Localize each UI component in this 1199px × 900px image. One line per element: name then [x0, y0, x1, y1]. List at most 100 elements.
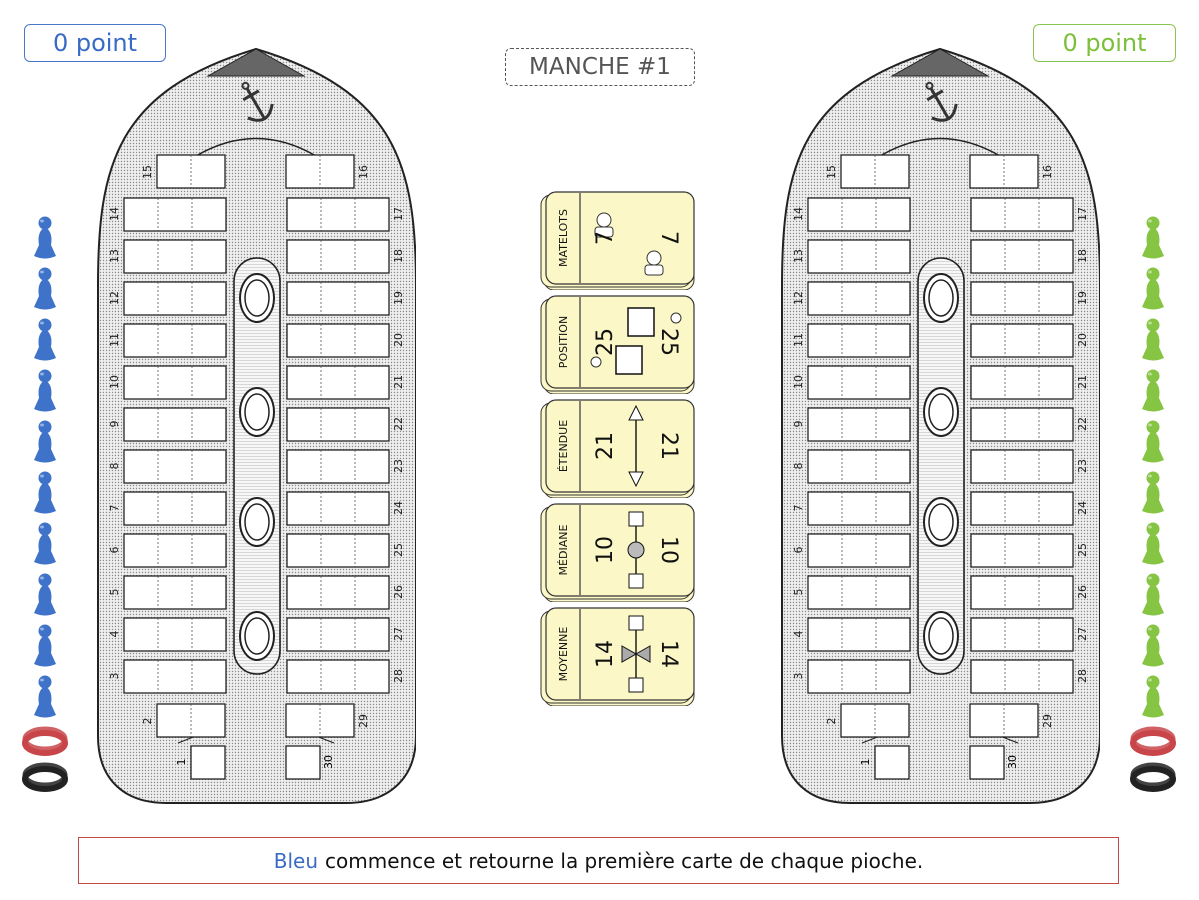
seat-number: 20	[392, 333, 405, 347]
pawn-icon[interactable]	[1138, 674, 1168, 721]
card-value-top: 21	[656, 432, 681, 460]
card-value-top: 7	[656, 231, 681, 245]
pawn-icon[interactable]	[1138, 419, 1168, 466]
seat-20: 20	[970, 323, 1089, 358]
pawn-icon[interactable]	[1138, 368, 1168, 415]
boxed-number-icon	[590, 307, 682, 375]
seat-19: 19	[970, 281, 1089, 316]
seat-number: 16	[357, 165, 370, 179]
seat-18: 18	[970, 239, 1089, 274]
seat-2: 2	[141, 703, 226, 738]
pawn-icon[interactable]	[1138, 317, 1168, 364]
seat-number: 22	[392, 417, 405, 431]
pawn-icon[interactable]	[30, 470, 60, 517]
green-score-text: 0 point	[1062, 29, 1147, 57]
pawn-icon[interactable]	[1138, 521, 1168, 568]
black-ring-icon[interactable]	[1129, 761, 1177, 793]
seat-number: 28	[392, 669, 405, 683]
boat-deck	[233, 257, 281, 675]
seat-30: 30	[969, 745, 1019, 780]
seat-number: 29	[1041, 714, 1054, 728]
round-label-text: MANCHE #1	[529, 54, 671, 80]
seat-number: 11	[792, 333, 805, 347]
seat-7: 7	[792, 491, 911, 526]
seat-number: 1	[859, 759, 872, 766]
pawn-icon[interactable]	[30, 419, 60, 466]
message-text: commence et retourne la première carte d…	[325, 848, 924, 873]
blue-pawn-reserve	[22, 215, 68, 797]
seat-5: 5	[792, 575, 911, 610]
seat-number: 13	[792, 249, 805, 263]
seat-21: 21	[970, 365, 1089, 400]
seat-number: 2	[141, 718, 154, 725]
seat-10: 10	[108, 365, 227, 400]
pawn-icon[interactable]	[30, 674, 60, 721]
green-pawn-reserve	[1130, 215, 1176, 797]
seat-number: 30	[1006, 755, 1019, 769]
seat-23: 23	[970, 449, 1089, 484]
boat-arch	[195, 137, 317, 157]
card-value-top: 10	[656, 536, 681, 564]
seat-29: 29	[285, 703, 370, 738]
seat-10: 10	[792, 365, 911, 400]
seat-number: 4	[108, 631, 121, 638]
seat-number: 12	[792, 291, 805, 305]
seat-number: 16	[1041, 165, 1054, 179]
seat-number: 2	[825, 718, 838, 725]
seat-number: 20	[1076, 333, 1089, 347]
red-ring-icon[interactable]	[1129, 725, 1177, 757]
seat-8: 8	[792, 449, 911, 484]
seat-23: 23	[286, 449, 405, 484]
pawn-icon[interactable]	[1138, 572, 1168, 619]
seat-number: 3	[792, 673, 805, 680]
seat-number: 21	[392, 375, 405, 389]
seat-22: 22	[970, 407, 1089, 442]
pawn-icon[interactable]	[30, 572, 60, 619]
pawn-icon[interactable]	[30, 521, 60, 568]
pawn-icon[interactable]	[1138, 623, 1168, 670]
seat-12: 12	[792, 281, 911, 316]
seat-number: 27	[1076, 627, 1089, 641]
seat-number: 26	[1076, 585, 1089, 599]
red-ring-icon[interactable]	[21, 725, 69, 757]
pawn-icon[interactable]	[1138, 266, 1168, 313]
black-ring-icon[interactable]	[21, 761, 69, 793]
pawn-icon[interactable]	[30, 623, 60, 670]
seat-number: 7	[792, 505, 805, 512]
seat-number: 9	[792, 421, 805, 428]
pawn-icon[interactable]	[30, 368, 60, 415]
seat-number: 7	[108, 505, 121, 512]
seat-19: 19	[286, 281, 405, 316]
pawn-icon[interactable]	[30, 266, 60, 313]
seat-27: 27	[286, 617, 405, 652]
pawn-icon[interactable]	[30, 317, 60, 364]
card-value-top: 14	[656, 640, 681, 668]
seat-number: 25	[392, 543, 405, 557]
seat-20: 20	[286, 323, 405, 358]
seat-7: 7	[108, 491, 227, 526]
pawn-icon[interactable]	[1138, 215, 1168, 262]
seat-24: 24	[970, 491, 1089, 526]
card-title: MATELOTS	[557, 209, 570, 267]
blue-score-text: 0 point	[52, 29, 138, 57]
card-value-bottom: 21	[593, 432, 618, 460]
seat-number: 21	[1076, 375, 1089, 389]
card-value-bottom: 25	[593, 328, 618, 356]
seat-number: 24	[1076, 501, 1089, 515]
pawn-icon[interactable]	[1138, 470, 1168, 517]
seat-number: 1	[175, 759, 188, 766]
boat-prow	[890, 48, 990, 77]
seat-number: 4	[792, 631, 805, 638]
seat-2: 2	[825, 703, 910, 738]
seat-number: 10	[108, 375, 121, 389]
card-value-bottom: 14	[593, 640, 618, 668]
seat-number: 15	[825, 165, 838, 179]
pawn-icon[interactable]	[30, 215, 60, 262]
